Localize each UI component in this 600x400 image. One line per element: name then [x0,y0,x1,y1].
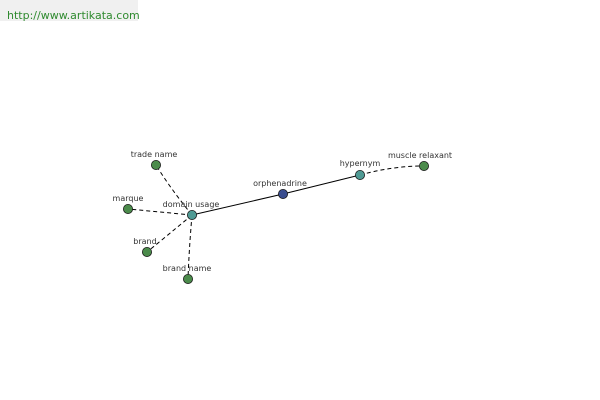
edge-domain-to-marque [127,208,193,216]
edge-domain-to-brand [146,214,193,253]
node-relation-domain-usage[interactable] [186,209,197,220]
node-target-trade-name[interactable] [150,159,161,170]
node-root[interactable] [277,188,288,199]
node-label-brand-name: brand name [163,264,212,273]
graph-nodes: orphenadrine hypernym muscle relaxant do… [113,150,452,284]
url-bar: http://www.artikata.com [0,0,140,22]
node-label-marque: marque [113,194,144,203]
edge-root-to-hypernym [282,174,361,195]
node-label-hypernym: hypernym [340,159,381,168]
node-relation-hypernym[interactable] [354,169,365,180]
edge-root-to-domain-usage [191,193,284,216]
node-target-brand[interactable] [141,246,152,257]
node-label-muscle-relaxant: muscle relaxant [388,151,452,160]
node-label-domain-usage: domain usage [163,200,220,209]
node-target-brand-name[interactable] [182,273,193,284]
edge-domain-to-brand-name [187,214,193,280]
node-label-trade-name: trade name [131,150,178,159]
edge-hypernym-to-muscle-relaxant [359,165,425,176]
node-label-root: orphenadrine [253,179,307,188]
site-url-link[interactable]: http://www.artikata.com [7,9,140,22]
node-label-brand: brand [133,237,156,246]
node-target-marque[interactable] [123,203,134,214]
node-target-muscle-relaxant[interactable] [418,160,429,171]
